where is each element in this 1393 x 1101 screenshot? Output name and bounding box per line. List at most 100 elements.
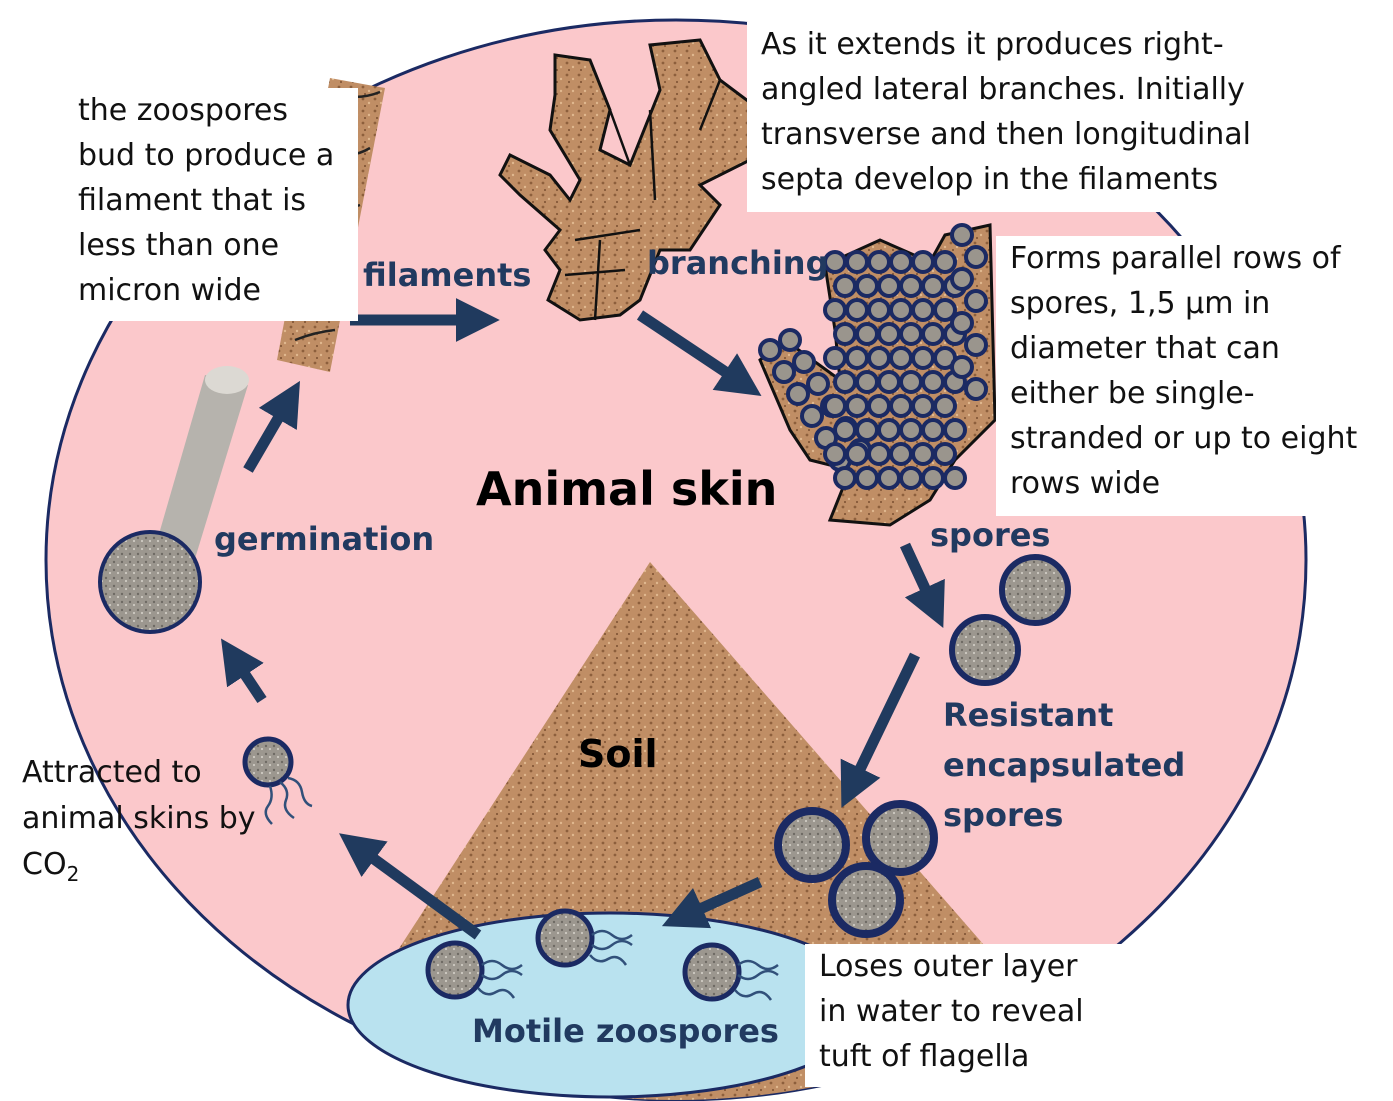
spore-bead	[833, 418, 857, 442]
note-parallel-rows-line-6: rows wide	[1010, 466, 1161, 501]
note-parallel-rows-line-4: either be single-	[1010, 376, 1255, 411]
filaments-label: filaments	[363, 256, 532, 294]
spore-bead	[855, 274, 879, 298]
spore-bead	[889, 250, 913, 274]
spore-bead	[833, 370, 857, 394]
note-attracted-line-2: animal skins by	[22, 801, 256, 836]
note-zoospores-bud-line-5: micron wide	[78, 273, 262, 308]
water-pool	[346, 911, 874, 1099]
co2-subscript: 2	[66, 862, 80, 886]
note-branches-line-4: septa develop in the filaments	[761, 162, 1219, 197]
spore-bead	[943, 466, 967, 490]
note-branches-line-2: angled lateral branches. Initially	[761, 72, 1245, 107]
spore-bead	[889, 346, 913, 370]
spore-bead	[911, 442, 935, 466]
spore-bead	[833, 274, 857, 298]
note-zoospores-bud-line-4: less than one	[78, 228, 280, 263]
spore-bead	[867, 346, 891, 370]
co2-base: CO	[22, 847, 67, 882]
note-loses-layer-line-2: in water to reveal	[819, 994, 1084, 1029]
spore-bead	[899, 418, 923, 442]
note-zoospores-bud-line-1: the zoospores	[78, 93, 289, 128]
spore-bead	[911, 346, 935, 370]
spore-bead	[964, 333, 988, 357]
spore-cluster	[758, 223, 997, 527]
arrow-to-water	[661, 876, 763, 929]
spores-label: spores	[930, 516, 1051, 554]
spore-bead	[921, 466, 945, 490]
branching-hypha	[498, 38, 762, 322]
spore-bead	[867, 250, 891, 274]
spore-bead	[800, 404, 824, 428]
note-branches: As it extends it produces right- angled …	[747, 22, 1327, 212]
note-parallel-rows-line-5: stranded or up to eight	[1010, 421, 1358, 456]
free-spores	[949, 554, 1071, 686]
note-parallel-rows-line-2: spores, 1,5 µm in	[1010, 286, 1271, 321]
spore-bead	[933, 250, 957, 274]
spore-bead	[964, 245, 988, 269]
spore-bead	[889, 394, 913, 418]
spore-bead	[933, 298, 957, 322]
note-parallel-rows-line-3: diameter that can	[1010, 331, 1280, 366]
spore-bead	[964, 377, 988, 401]
arrow-to-germination	[221, 638, 267, 704]
spore-bead	[911, 394, 935, 418]
motile-zoospores-label: Motile zoospores	[472, 1012, 779, 1050]
spore-bead	[792, 350, 816, 374]
spore-bead	[899, 322, 923, 346]
spore-bead	[867, 394, 891, 418]
spore-bead	[943, 418, 967, 442]
note-parallel-rows: Forms parallel rows of spores, 1,5 µm in…	[996, 236, 1393, 516]
resistant-line-2: encapsulated	[943, 746, 1186, 784]
spore-bead	[758, 338, 782, 362]
spore-bead	[833, 322, 857, 346]
arrow-to-spore-cluster	[636, 310, 762, 396]
note-branches-line-1: As it extends it produces right-	[761, 27, 1224, 62]
spore-bead	[921, 322, 945, 346]
note-branches-line-3: transverse and then longitudinal	[761, 117, 1252, 152]
spore-bead	[845, 442, 869, 466]
note-parallel-rows-line-1: Forms parallel rows of	[1010, 241, 1341, 276]
spore-bead	[823, 394, 847, 418]
spore-bead	[877, 322, 901, 346]
arrow-to-filament	[243, 380, 300, 473]
spore-bead	[899, 466, 923, 490]
spore-bead	[778, 328, 802, 352]
branching-label: branching	[647, 244, 829, 282]
encapsulated-spores	[774, 800, 938, 938]
spore-bead	[889, 442, 913, 466]
spore-bead	[964, 289, 988, 313]
spore-bead	[911, 298, 935, 322]
spore-bead	[921, 370, 945, 394]
spore-bead	[933, 394, 957, 418]
spore-bead	[855, 370, 879, 394]
spore-bead	[823, 298, 847, 322]
spore-bead	[921, 418, 945, 442]
germination-label: germination	[214, 520, 435, 558]
attracted-zoospore	[242, 736, 313, 825]
spore-bead	[845, 346, 869, 370]
note-attracted-co2: CO2	[22, 842, 294, 897]
spore-bead	[806, 372, 830, 396]
spore-bead	[855, 466, 879, 490]
spore-bead	[921, 274, 945, 298]
spore-bead	[950, 355, 974, 379]
note-attracted: Attracted to animal skins by CO2	[0, 742, 306, 903]
arrow-to-free-spores	[900, 542, 945, 628]
animal-skin-label: Animal skin	[476, 462, 778, 516]
note-loses-layer-line-1: Loses outer layer	[819, 949, 1078, 984]
spore-bead	[877, 466, 901, 490]
spore-bead	[877, 370, 901, 394]
motile-zoospore-group	[425, 908, 779, 1002]
spore-bead	[877, 274, 901, 298]
resistant-line-1: Resistant	[943, 696, 1114, 734]
spore-bead	[845, 394, 869, 418]
soil-label: Soil	[578, 732, 658, 776]
resistant-label: Resistant encapsulated spores	[943, 690, 1185, 840]
spore-bead	[950, 223, 974, 247]
arrow-to-skin	[339, 833, 482, 940]
note-zoospores-bud-line-3: filament that is	[78, 183, 307, 218]
note-zoospores-bud: the zoospores bud to produce a filament …	[72, 88, 358, 321]
spore-bead	[855, 322, 879, 346]
